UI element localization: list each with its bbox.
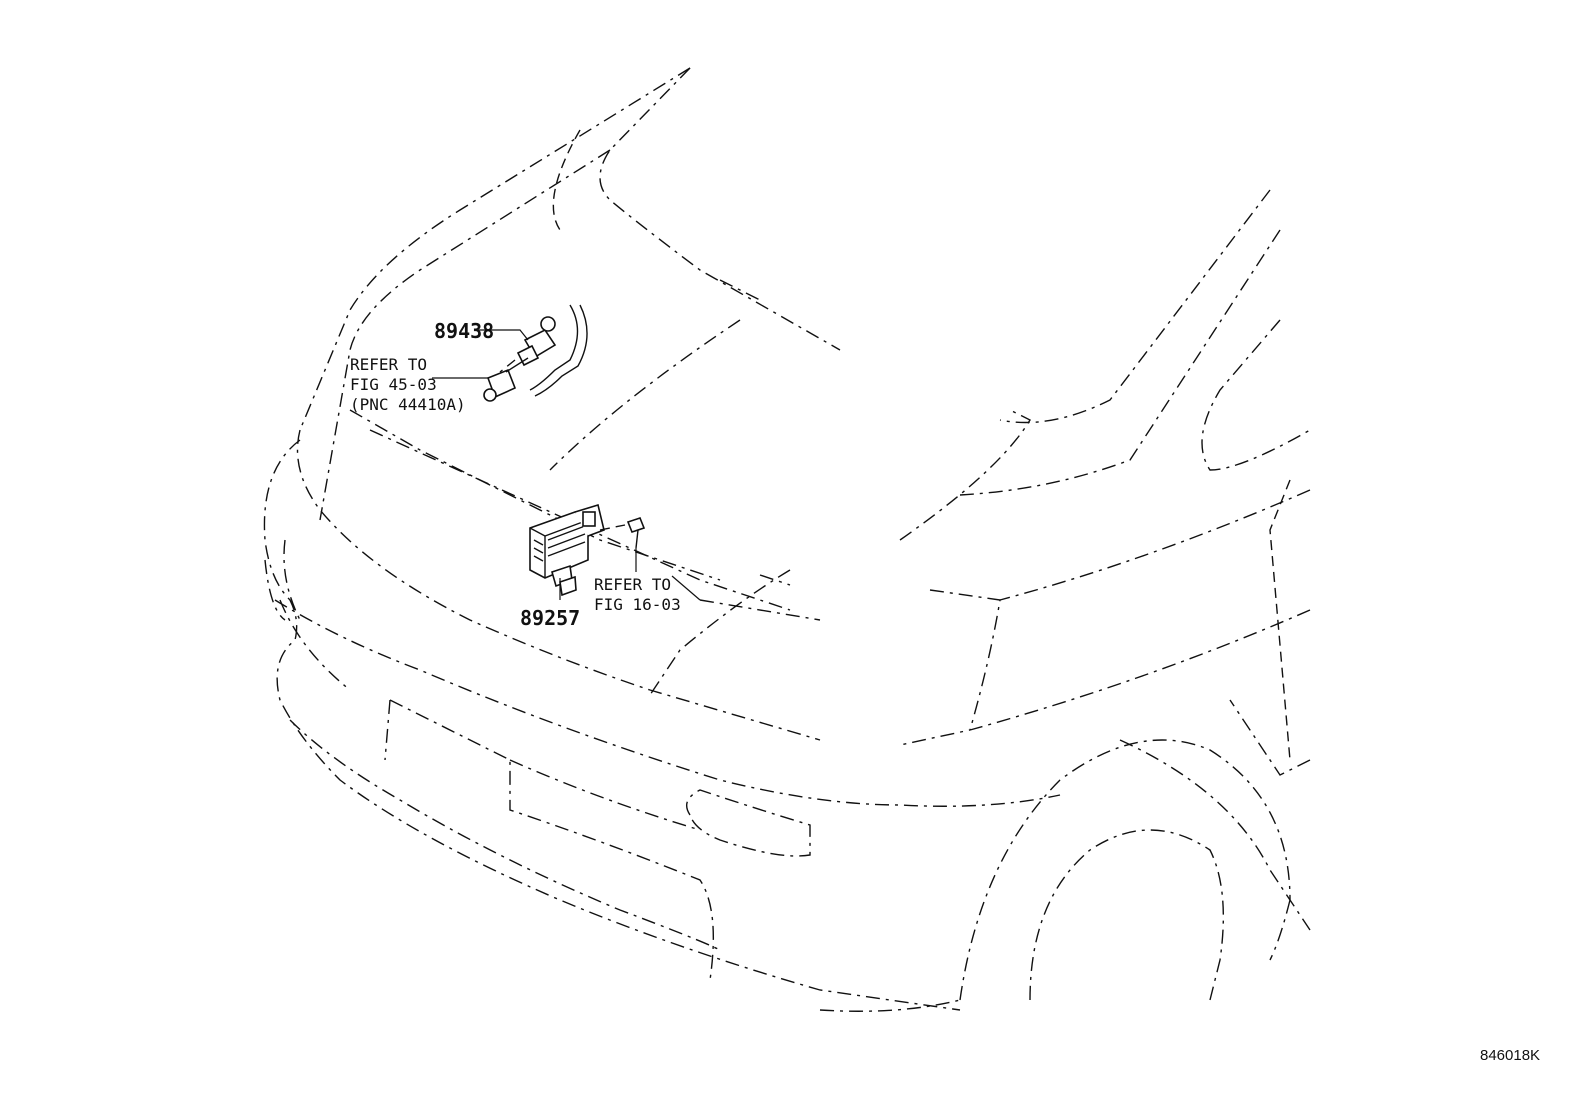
vehicle-outline <box>263 67 1311 1012</box>
ref-upper-line-2: FIG 45-03 <box>350 375 437 394</box>
part-number-89438[interactable]: 89438 <box>434 319 494 343</box>
ref-upper-line-3: (PNC 44410A) <box>350 395 466 414</box>
part-89438-sensor[interactable] <box>483 304 588 402</box>
illustration-code: 846018K <box>1480 1047 1540 1064</box>
ref-upper-line-1: REFER TO <box>350 355 427 374</box>
leader-lines <box>432 329 701 601</box>
ref-lower-line-2: FIG 16-03 <box>594 595 681 614</box>
reference-note-upper[interactable]: REFER TO FIG 45-03 (PNC 44410A) <box>350 355 466 414</box>
ref-lower-line-1: REFER TO <box>594 575 671 594</box>
part-89257-module[interactable] <box>529 503 605 597</box>
part-number-89257[interactable]: 89257 <box>520 606 580 630</box>
reference-note-lower[interactable]: REFER TO FIG 16-03 <box>594 575 681 614</box>
bolt-fastener[interactable] <box>599 517 646 549</box>
